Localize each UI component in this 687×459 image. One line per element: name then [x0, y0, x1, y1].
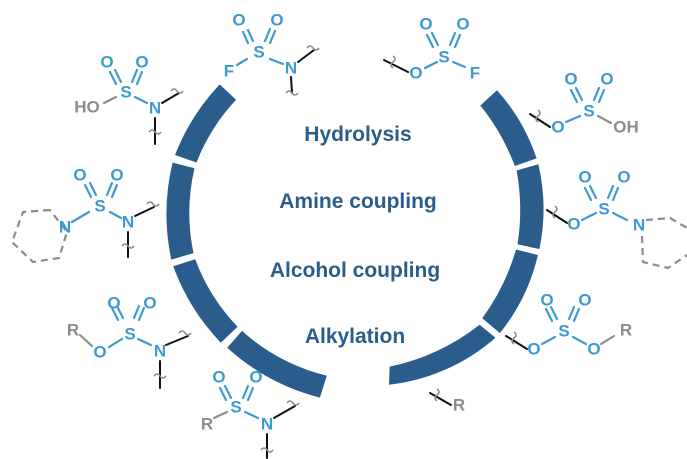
atom-n: N [59, 218, 71, 237]
structure-sulfamate: S O O O N [546, 168, 687, 270]
atom-o: O [143, 294, 156, 313]
atom-n: N [261, 415, 273, 434]
atom-o: O [564, 70, 577, 89]
atom-o: O [551, 118, 564, 137]
atom-oh: OH [613, 118, 639, 137]
right-arc-segment-alcohol-coupling [482, 249, 538, 334]
atom-o: O [100, 53, 113, 72]
atom-o: O [110, 166, 123, 185]
structure-sulfate-monoester: S O O O OH [529, 70, 639, 137]
atom-s: S [124, 325, 135, 344]
pyrrolidine-ring [640, 235, 687, 270]
label-amine-coupling: Amine coupling [279, 190, 437, 213]
atom-o: O [587, 340, 600, 359]
atom-s: S [583, 102, 594, 121]
structure-sulfamide: S O O N N [10, 166, 160, 264]
atom-o: O [135, 53, 148, 72]
right-reaction-arc [389, 90, 544, 385]
atom-o: O [617, 168, 630, 187]
atom-r: R [620, 321, 632, 340]
atom-n: N [154, 342, 166, 361]
atom-n: N [633, 216, 645, 235]
atom-r: R [453, 396, 465, 415]
atom-s: S [120, 83, 131, 102]
atom-o: O [600, 70, 613, 89]
left-arc-segment-hydrolysis [175, 84, 237, 163]
structure-sulfonamide: S O O R N [201, 368, 300, 459]
atom-f: F [224, 62, 234, 81]
structure-alkyl-fragment: R [429, 388, 465, 415]
label-alkylation: Alkylation [305, 325, 405, 348]
left-arc-segment-alkylation [227, 330, 327, 398]
pyrrolidine-ring [645, 216, 687, 229]
atom-s: S [230, 398, 241, 417]
atom-o: O [578, 168, 591, 187]
atom-o: O [249, 368, 262, 387]
right-arc-segment-amine-coupling [516, 164, 544, 250]
structure-sulfate-diester: S O O O O R [505, 291, 632, 359]
left-reaction-arc [166, 84, 327, 398]
structure-sulfamoyl-fluoride: S O O F N [224, 11, 320, 96]
label-hydrolysis: Hydrolysis [304, 123, 411, 146]
atom-o: O [456, 15, 469, 34]
atom-r: R [67, 321, 79, 340]
pyrrolidine-ring [10, 208, 69, 264]
atom-o: O [232, 11, 245, 30]
left-arc-segment-alcohol-coupling [173, 259, 238, 343]
atom-f: F [470, 64, 480, 83]
atom-o: O [419, 15, 432, 34]
right-arc-segment-alkylation [389, 324, 496, 385]
atom-n: N [122, 213, 134, 232]
atom-ho: HO [74, 98, 100, 117]
structure-sulfamate-ester: R O S O O N [67, 294, 192, 389]
atom-o: O [107, 294, 120, 313]
atom-o: O [93, 343, 106, 362]
atom-n: N [285, 59, 297, 78]
atom-s: S [558, 322, 569, 341]
atom-o: O [567, 215, 580, 234]
atom-s: S [598, 200, 609, 219]
label-alcohol-coupling: Alcohol coupling [270, 259, 440, 282]
structure-fluorosulfate: S O O O F [383, 15, 480, 83]
structure-sulfamic-acid: S O O HO N [74, 53, 184, 145]
atom-s: S [253, 43, 264, 62]
atom-o: O [212, 368, 225, 387]
atom-o: O [73, 166, 86, 185]
atom-s: S [438, 48, 449, 67]
atom-o: O [578, 291, 591, 310]
atom-o: O [270, 11, 283, 30]
atom-o: O [540, 291, 553, 310]
left-arc-segment-amine-coupling [166, 162, 195, 260]
atom-n: N [149, 99, 161, 118]
atom-o: O [527, 340, 540, 359]
atom-s: S [94, 197, 105, 216]
atom-o: O [409, 64, 422, 83]
atom-r: R [201, 415, 213, 434]
right-arc-segment-hydrolysis [480, 90, 537, 166]
